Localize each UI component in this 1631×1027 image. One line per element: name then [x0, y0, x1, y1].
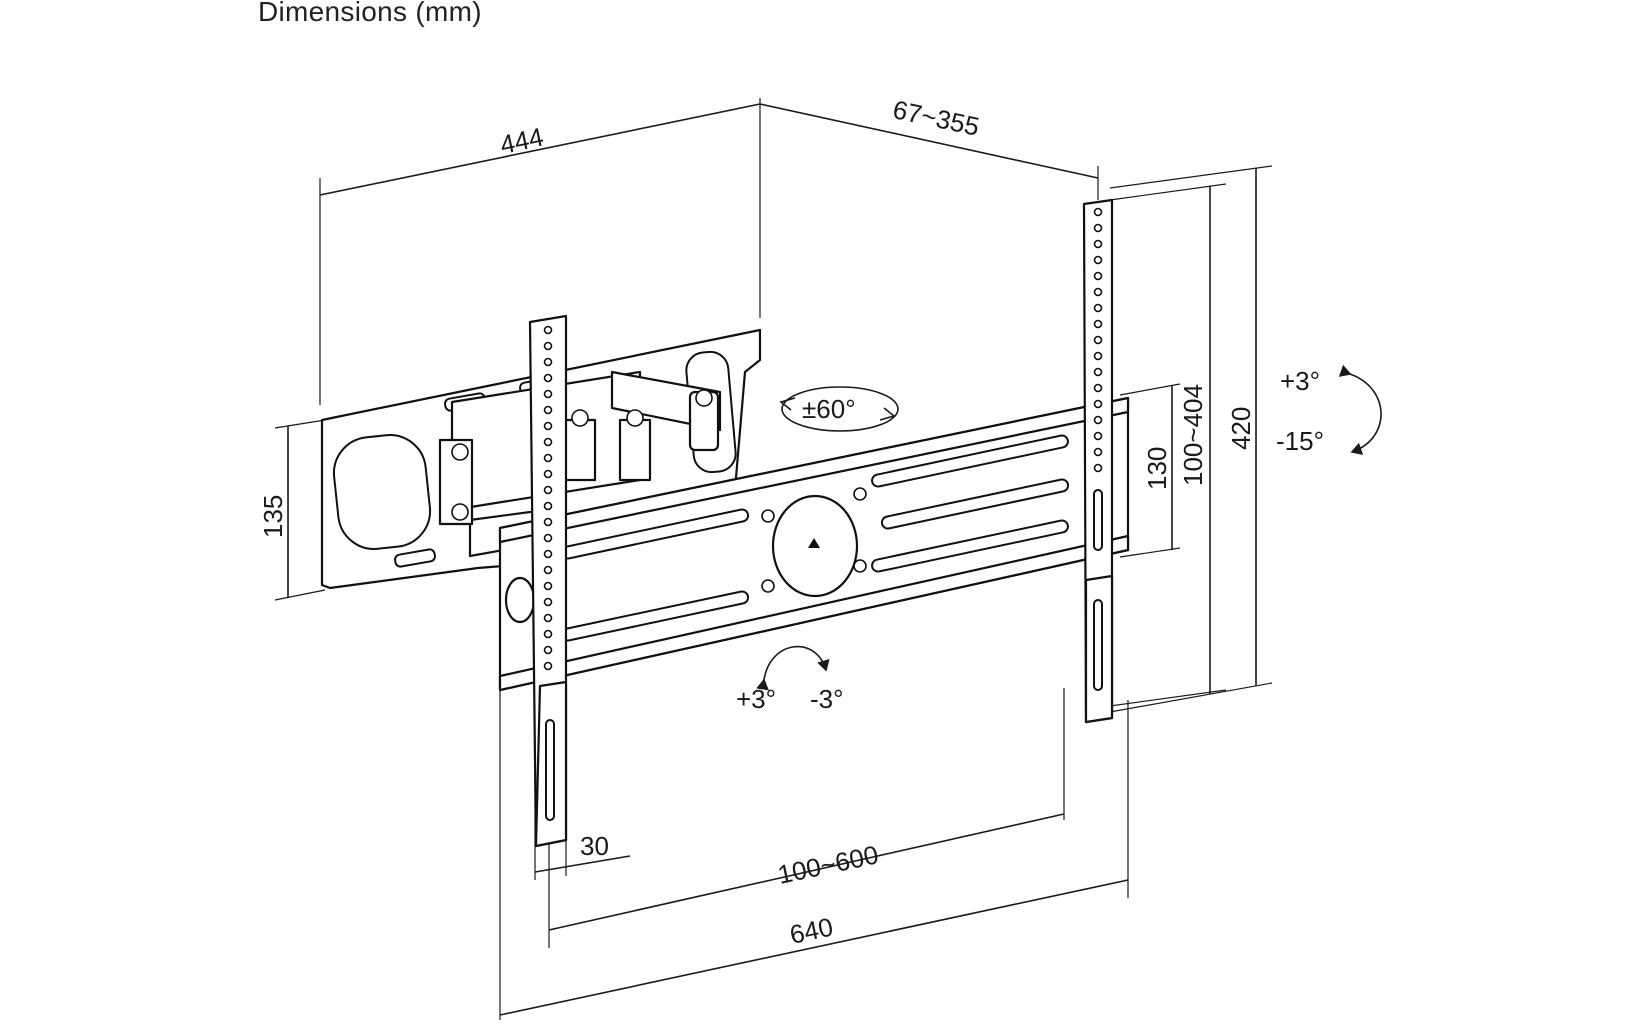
dimension-lines [274, 98, 1273, 1020]
tilt-down-label: -15° [1276, 426, 1324, 456]
dim-444-label: 444 [497, 122, 546, 160]
tv-rail [498, 396, 1130, 692]
level-minus-label: -3° [810, 684, 844, 714]
right-vertical-bracket [1082, 198, 1114, 724]
dim-67-355-label: 67~355 [890, 94, 982, 142]
tilt-indicator [1338, 364, 1382, 455]
dim-100-404-label: 100~404 [1178, 384, 1208, 486]
left-vertical-bracket [528, 314, 568, 848]
level-plus-label: +3° [736, 684, 776, 714]
dim-100-600-label: 100~600 [775, 839, 881, 890]
tilt-up-label: +3° [1280, 366, 1320, 396]
dim-30-label: 30 [580, 831, 609, 861]
dim-420-label: 420 [1226, 407, 1256, 450]
right-bracket-holes [1093, 207, 1103, 473]
swivel-indicator [779, 386, 899, 432]
swivel-label: ±60° [802, 394, 856, 424]
left-bracket-holes [543, 325, 553, 671]
dim-135-label: 135 [258, 495, 288, 538]
diagram-title: Dimensions (mm) [258, 0, 482, 27]
level-indicator [756, 645, 830, 691]
dim-130-label: 130 [1142, 447, 1172, 490]
